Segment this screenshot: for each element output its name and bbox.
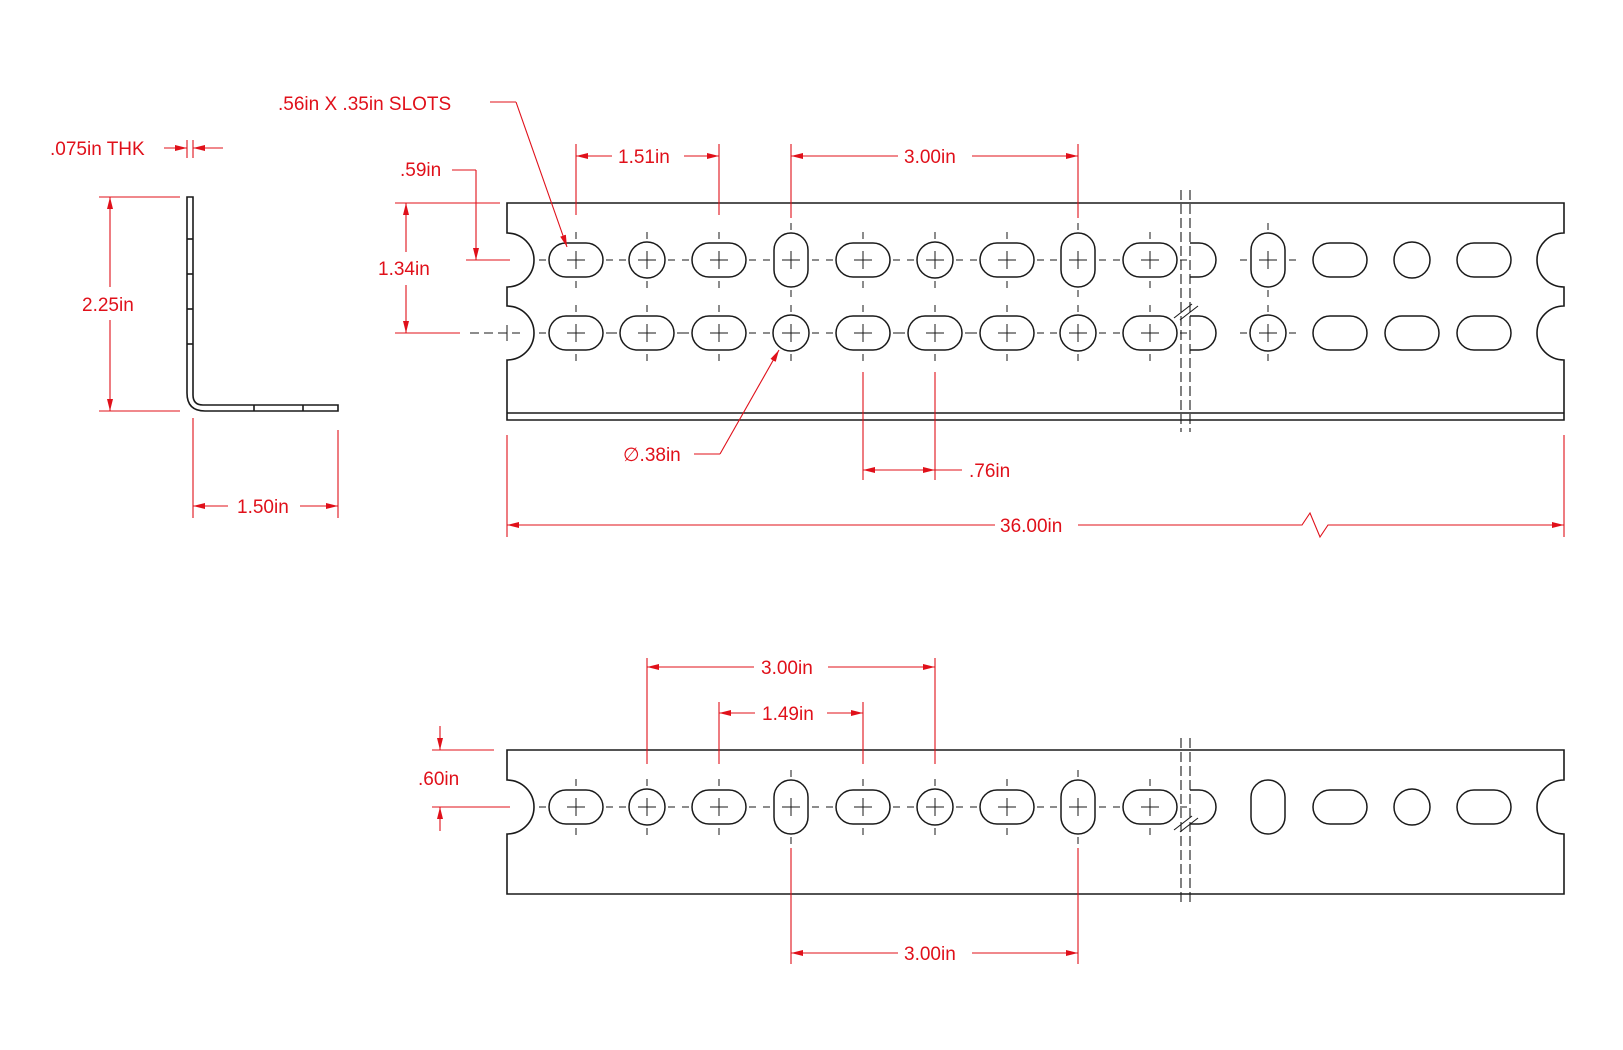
hole-top-row1-1	[539, 232, 613, 288]
pitch-3-00-top-label: 3.00in	[904, 147, 956, 168]
hole-bottom-1	[539, 779, 613, 835]
hole-bottom-3	[682, 779, 756, 835]
hole-top-row2-13	[1456, 315, 1512, 351]
pitch-3-00-bottom-upper-dimension: 3.00in	[646, 658, 936, 764]
leg-height-dimension: 2.25in	[82, 196, 180, 412]
hole-top-row2-12	[1384, 315, 1440, 351]
leg-width-label: 1.50in	[237, 497, 289, 518]
hole-top-row2-11	[1312, 315, 1368, 351]
hole-top-row1-4	[763, 223, 819, 297]
pitch-1-49-dimension: 1.49in	[718, 702, 864, 764]
hole-top-row2-6	[898, 305, 972, 361]
thickness-dimension: .075in THK	[50, 139, 223, 160]
angle-profile	[186, 196, 339, 412]
length-dimension: 36.00in	[506, 435, 1565, 539]
length-label: 36.00in	[1000, 516, 1062, 537]
slots-label: .56in X .35in SLOTS	[278, 94, 451, 115]
hole-bottom-9	[1113, 779, 1187, 835]
top-flange	[470, 190, 1565, 432]
hole-top-row1-partial	[1190, 242, 1217, 278]
pitch-0-76-dimension: .76in	[862, 372, 1010, 482]
hole-top-row2-7	[970, 305, 1044, 361]
offset-0-60-label: .60in	[418, 769, 459, 790]
leg-height-label: 2.25in	[82, 295, 134, 316]
hole-bottom-12	[1393, 788, 1431, 826]
bottom-flange	[506, 738, 1565, 906]
hole-bottom-7	[970, 779, 1044, 835]
hole-top-row1-8	[1050, 223, 1106, 297]
hole-top-row2-partial	[1190, 315, 1217, 351]
hole-bottom-11	[1312, 789, 1368, 825]
hole-top-row1-6	[907, 232, 963, 288]
hole-bottom-10	[1250, 779, 1286, 835]
hole-bottom-5	[826, 779, 900, 835]
pitch-3-00-top-dimension: 3.00in	[790, 144, 1079, 218]
hole-top-row2-8	[1050, 305, 1106, 361]
hole-top-row1-12	[1393, 241, 1431, 279]
hole-bottom-partial	[1190, 789, 1217, 825]
hole-bottom-4	[763, 770, 819, 844]
hole-top-row1-13	[1456, 242, 1512, 278]
offset-0-60-dimension: .60in	[418, 726, 510, 831]
hole-top-row2-5	[826, 305, 900, 361]
pitch-1-49-label: 1.49in	[762, 704, 814, 725]
hole-top-row2-10	[1240, 305, 1296, 361]
hole-top-row1-11	[1312, 242, 1368, 278]
hole-top-row2-9	[1113, 305, 1187, 361]
hole-top-row1-9	[1113, 232, 1187, 288]
slots-leader: .56in X .35in SLOTS	[278, 94, 568, 248]
row-spacing-label: 1.34in	[378, 259, 430, 280]
hole-top-row2-4	[763, 305, 819, 361]
hole-top-row2-1	[539, 305, 613, 361]
hole-top-row1-3	[682, 232, 756, 288]
offset-0-59-dimension: .59in	[400, 160, 510, 261]
hole-top-row1-7	[970, 232, 1044, 288]
thickness-label: .075in THK	[50, 139, 145, 160]
pitch-3-00-bottom-lower-label: 3.00in	[904, 944, 956, 965]
hole-top-row2-2	[610, 305, 684, 361]
hole-diameter-label: ∅.38in	[623, 445, 681, 466]
hole-bottom-6	[907, 779, 963, 835]
hole-bottom-13	[1456, 789, 1512, 825]
pitch-3-00-bottom-lower-dimension: 3.00in	[790, 848, 1079, 965]
hole-bottom-2	[619, 779, 675, 835]
pitch-3-00-bottom-upper-label: 3.00in	[761, 658, 813, 679]
row-spacing-dimension: 1.34in	[378, 202, 466, 334]
pitch-0-76-label: .76in	[969, 461, 1010, 482]
pitch-1-51-label: 1.51in	[618, 147, 670, 168]
hole-bottom-8	[1050, 770, 1106, 844]
hole-top-row1-10	[1240, 223, 1296, 297]
hole-top-row1-2	[619, 232, 675, 288]
offset-0-59-label: .59in	[400, 160, 441, 181]
hole-top-row2-3	[682, 305, 756, 361]
hole-diameter-leader: ∅.38in	[623, 349, 780, 466]
leg-width-dimension: 1.50in	[192, 418, 339, 518]
pitch-1-51-dimension: 1.51in	[575, 144, 720, 215]
hole-top-row1-5	[826, 232, 900, 288]
